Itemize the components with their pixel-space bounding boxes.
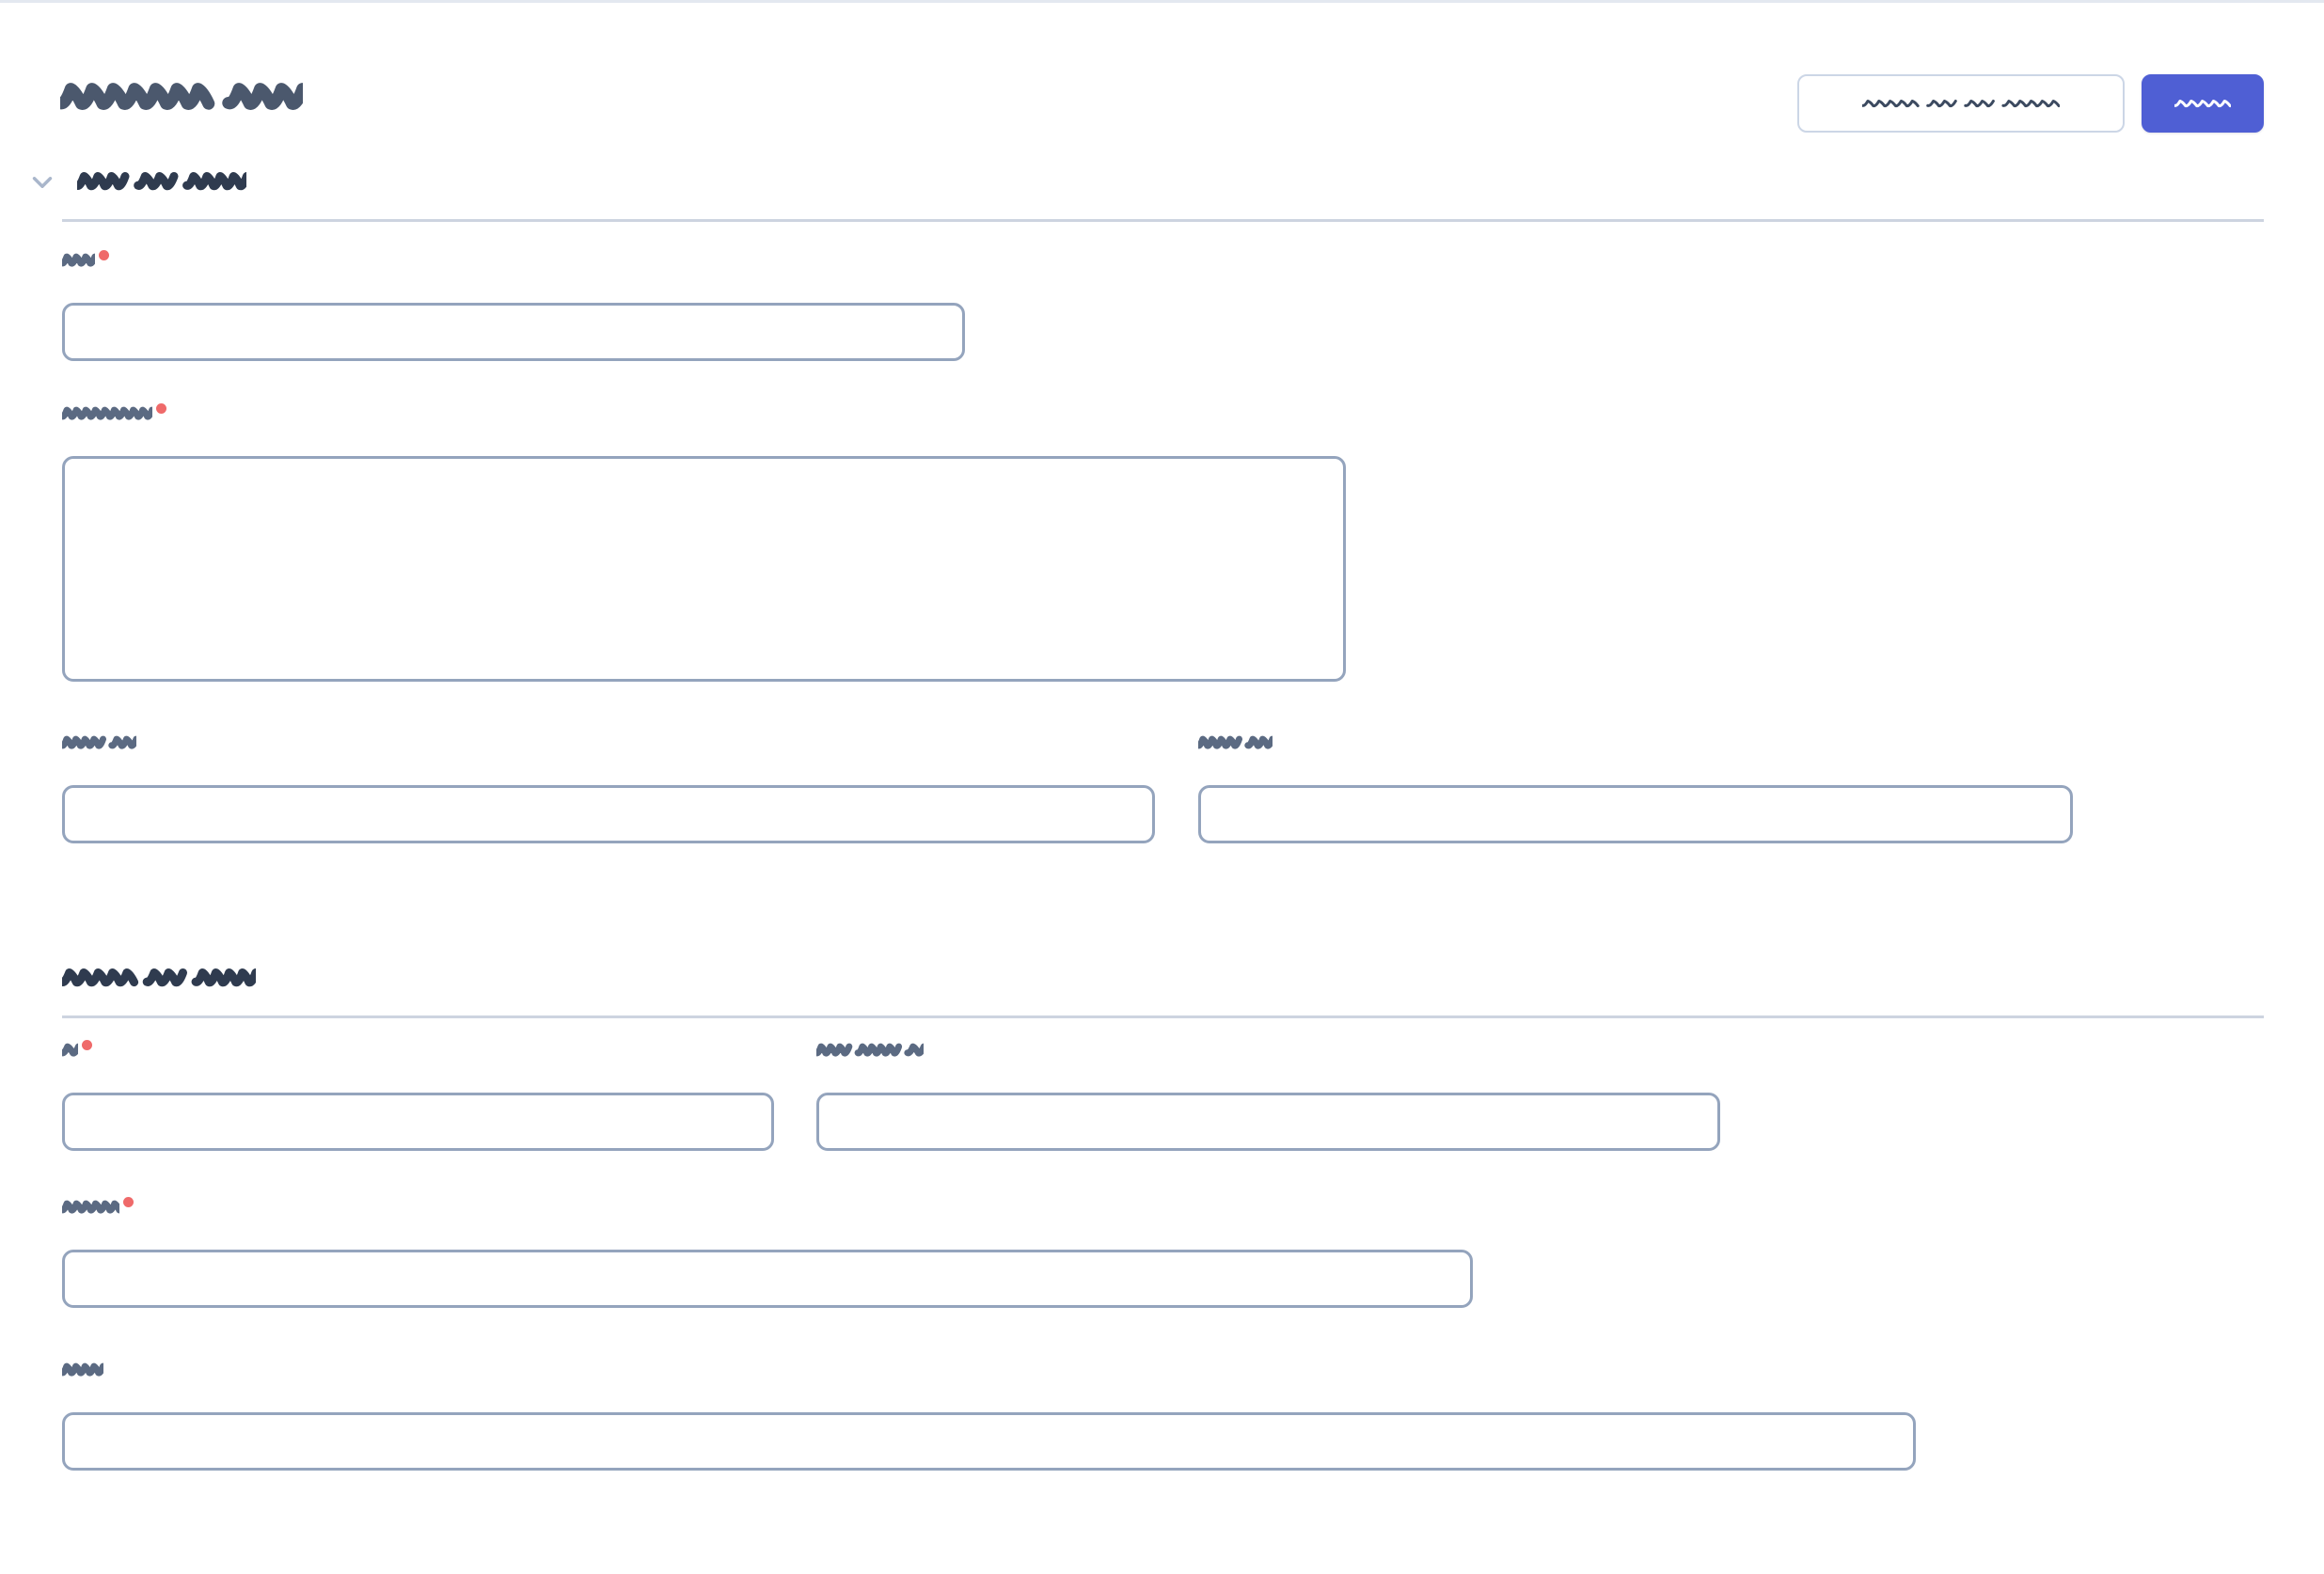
secondary-action-button[interactable] xyxy=(1797,74,2125,133)
section-details xyxy=(0,957,2324,1018)
field-address-label xyxy=(62,1197,1473,1227)
field-description-label xyxy=(62,403,1346,433)
field-id-label xyxy=(62,1040,774,1070)
field-end-date-input[interactable] xyxy=(1198,785,2073,843)
field-name-required-marker xyxy=(98,250,109,260)
section-general-divider xyxy=(62,219,2264,222)
field-description-required-marker xyxy=(155,403,166,414)
field-description-label-text xyxy=(62,405,152,423)
section-general xyxy=(0,161,2324,222)
field-notes-label xyxy=(62,1362,1916,1390)
field-address xyxy=(62,1197,1473,1308)
chevron-down-icon[interactable] xyxy=(26,166,58,198)
field-contact-id-input[interactable] xyxy=(816,1093,1720,1151)
field-address-input[interactable] xyxy=(62,1250,1473,1308)
header-actions xyxy=(1797,74,2264,133)
field-name-input[interactable] xyxy=(62,303,965,361)
field-notes xyxy=(62,1362,1916,1471)
primary-action-button-label xyxy=(2174,93,2231,113)
section-details-heading xyxy=(62,966,256,992)
field-end-date-label xyxy=(1198,734,2073,763)
field-start-date-input[interactable] xyxy=(62,785,1155,843)
page-title-redacted-text xyxy=(60,78,303,118)
section-details-header xyxy=(0,957,2324,1000)
field-start-date xyxy=(62,734,1155,843)
field-id xyxy=(62,1040,774,1151)
section-details-divider xyxy=(62,1015,2264,1018)
field-name-label-text xyxy=(62,252,95,270)
field-address-required-marker xyxy=(122,1197,134,1207)
field-end-date xyxy=(1198,734,2073,843)
field-contact-id-label-text xyxy=(816,1042,925,1060)
field-name xyxy=(62,250,965,361)
page-title xyxy=(60,78,303,118)
section-general-heading xyxy=(77,169,247,196)
field-start-date-label xyxy=(62,734,1155,763)
field-name-label xyxy=(62,250,965,280)
field-contact-id xyxy=(816,1042,1720,1151)
field-address-label-text xyxy=(62,1199,119,1217)
page-header xyxy=(0,3,2324,161)
field-end-date-label-text xyxy=(1198,734,1273,752)
field-notes-input[interactable] xyxy=(62,1412,1916,1471)
field-contact-id-label xyxy=(816,1042,1720,1070)
field-description-textarea[interactable] xyxy=(62,456,1346,682)
field-notes-label-text xyxy=(62,1362,103,1379)
field-id-required-marker xyxy=(82,1040,93,1050)
field-start-date-label-text xyxy=(62,734,136,752)
section-general-header[interactable] xyxy=(0,161,2324,204)
primary-action-button[interactable] xyxy=(2142,74,2264,133)
secondary-action-button-label xyxy=(1862,93,2060,113)
field-description xyxy=(62,403,1346,686)
field-id-input[interactable] xyxy=(62,1093,774,1151)
field-id-label-text xyxy=(62,1042,79,1060)
